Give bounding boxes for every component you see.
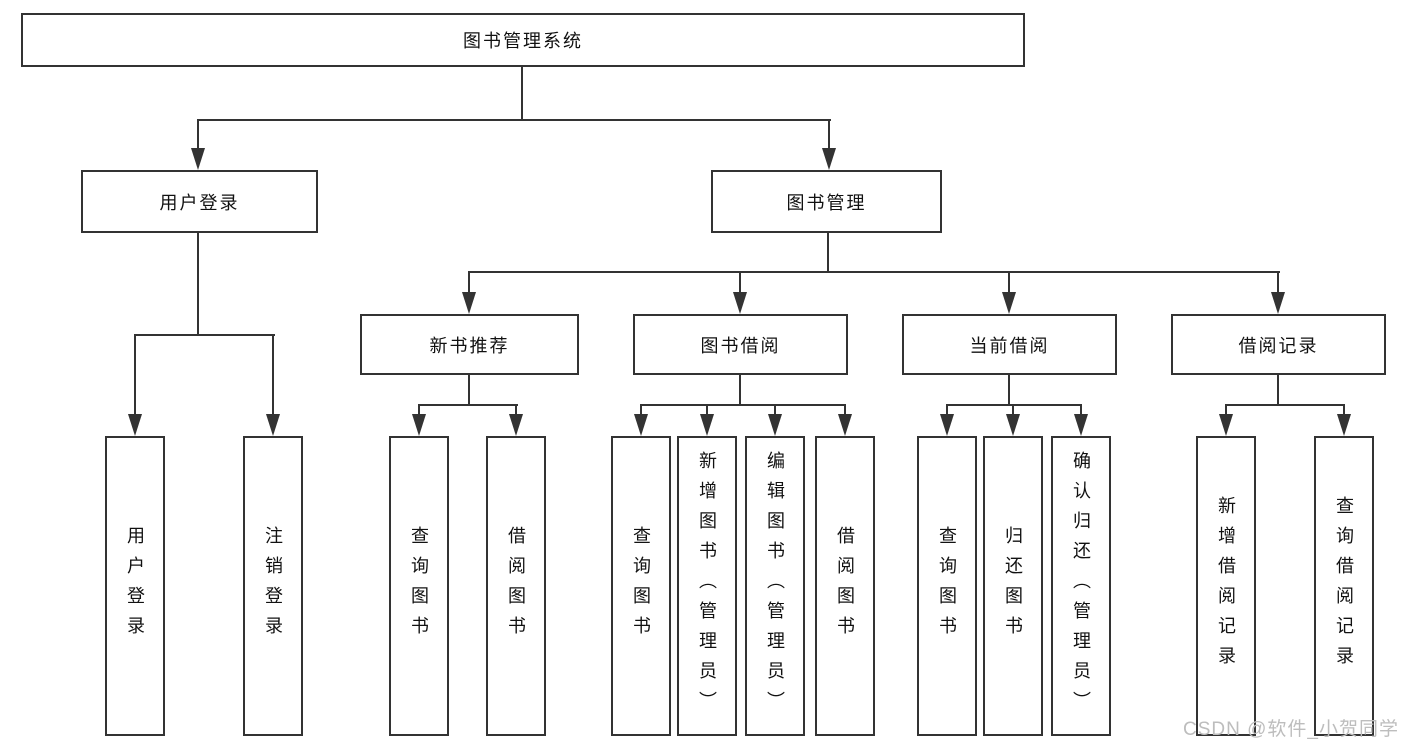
connector-root-hbar	[197, 119, 831, 121]
leaf-logout: 注销登录	[243, 436, 303, 736]
arrowhead-down-icon	[462, 292, 476, 314]
leaf-edit-book-admin: 编辑图书（管理员）	[745, 436, 805, 736]
connector-drop-leaf	[706, 404, 708, 418]
connector-drop-section	[739, 271, 741, 295]
node-new-book-recommend-label: 新书推荐	[429, 335, 510, 356]
connector-section-hbar	[946, 404, 1082, 406]
node-book-management-label: 图书管理	[786, 192, 867, 213]
node-user-login: 用户登录	[81, 170, 318, 233]
node-root: 图书管理系统	[21, 13, 1025, 67]
connector-drop-leaf	[640, 404, 642, 418]
connector-drop-section	[1008, 271, 1010, 295]
node-borrow-records-label: 借阅记录	[1238, 335, 1319, 356]
node-current-borrow: 当前借阅	[902, 314, 1117, 375]
connector-drop-book-management	[828, 119, 830, 151]
arrowhead-down-icon	[266, 414, 280, 436]
connector-drop-leaf	[774, 404, 776, 418]
node-book-borrow-label: 图书借阅	[700, 335, 781, 356]
csdn-watermark: CSDN @软件_小贺同学	[1183, 719, 1399, 740]
connector-drop-leaf	[515, 404, 517, 418]
connector-drop-leaf	[844, 404, 846, 418]
leaf-add-book-admin: 新增图书（管理员）	[677, 436, 737, 736]
leaf-borrow-books-recommend-label: 借阅图书	[506, 526, 526, 646]
leaf-add-borrow-record: 新增借阅记录	[1196, 436, 1256, 736]
leaf-query-books-recommend: 查询图书	[389, 436, 449, 736]
connector-section-hbar	[418, 404, 518, 406]
leaf-add-borrow-record-label: 新增借阅记录	[1216, 496, 1236, 676]
leaf-confirm-return-admin-label: 确认归还（管理员）	[1071, 451, 1091, 721]
node-borrow-records: 借阅记录	[1171, 314, 1386, 375]
connector-section-hbar	[640, 404, 846, 406]
connector-root-stem	[521, 67, 523, 121]
leaf-query-books-recommend-label: 查询图书	[409, 526, 429, 646]
connector-book-management-stem	[827, 233, 829, 273]
arrowhead-down-icon	[1002, 292, 1016, 314]
leaf-query-books-borrow: 查询图书	[611, 436, 671, 736]
leaf-query-books-borrow-label: 查询图书	[631, 526, 651, 646]
leaf-edit-book-admin-label: 编辑图书（管理员）	[765, 451, 785, 721]
node-book-management: 图书管理	[711, 170, 942, 233]
arrowhead-down-icon	[838, 414, 852, 436]
arrowhead-down-icon	[509, 414, 523, 436]
leaf-return-book-label: 归还图书	[1003, 526, 1023, 646]
leaf-confirm-return-admin: 确认归还（管理员）	[1051, 436, 1111, 736]
leaf-borrow-books-borrow: 借阅图书	[815, 436, 875, 736]
arrowhead-down-icon	[1006, 414, 1020, 436]
node-root-label: 图书管理系统	[463, 31, 583, 51]
arrowhead-down-icon	[1219, 414, 1233, 436]
connector-book-management-hbar	[468, 271, 1280, 273]
connector-section-stem	[1008, 375, 1010, 406]
arrowhead-down-icon	[1074, 414, 1088, 436]
connector-drop-user-login	[197, 119, 199, 151]
connector-section-stem	[1277, 375, 1279, 406]
arrowhead-down-icon	[822, 148, 836, 170]
leaf-borrow-books-recommend: 借阅图书	[486, 436, 546, 736]
connector-section-stem	[468, 375, 470, 406]
leaf-user-login-label: 用户登录	[125, 526, 145, 646]
connector-user-login-hbar	[134, 334, 275, 336]
leaf-query-books-current-label: 查询图书	[937, 526, 957, 646]
node-user-login-label: 用户登录	[159, 192, 240, 213]
arrowhead-down-icon	[1337, 414, 1351, 436]
connector-drop-leaf	[418, 404, 420, 418]
arrowhead-down-icon	[634, 414, 648, 436]
node-new-book-recommend: 新书推荐	[360, 314, 579, 375]
node-book-borrow: 图书借阅	[633, 314, 848, 375]
node-current-borrow-label: 当前借阅	[969, 335, 1050, 356]
arrowhead-down-icon	[940, 414, 954, 436]
arrowhead-down-icon	[733, 292, 747, 314]
leaf-add-book-admin-label: 新增图书（管理员）	[697, 451, 717, 721]
connector-user-login-stem	[197, 233, 199, 336]
connector-drop-leaf	[1343, 404, 1345, 418]
connector-drop-section	[1277, 271, 1279, 295]
connector-drop-section	[468, 271, 470, 295]
arrowhead-down-icon	[1271, 292, 1285, 314]
connector-drop-leaf	[946, 404, 948, 418]
connector-drop-leaf	[272, 334, 274, 416]
connector-drop-leaf	[1225, 404, 1227, 418]
leaf-query-books-current: 查询图书	[917, 436, 977, 736]
leaf-borrow-books-borrow-label: 借阅图书	[835, 526, 855, 646]
arrowhead-down-icon	[700, 414, 714, 436]
arrowhead-down-icon	[191, 148, 205, 170]
connector-drop-leaf	[1080, 404, 1082, 418]
leaf-user-login: 用户登录	[105, 436, 165, 736]
connector-drop-leaf	[134, 334, 136, 416]
leaf-logout-label: 注销登录	[263, 526, 283, 646]
connector-drop-leaf	[1012, 404, 1014, 418]
connector-section-hbar	[1225, 404, 1345, 406]
arrowhead-down-icon	[128, 414, 142, 436]
connector-section-stem	[739, 375, 741, 406]
leaf-return-book: 归还图书	[983, 436, 1043, 736]
leaf-query-borrow-record: 查询借阅记录	[1314, 436, 1374, 736]
arrowhead-down-icon	[412, 414, 426, 436]
leaf-query-borrow-record-label: 查询借阅记录	[1334, 496, 1354, 676]
arrowhead-down-icon	[768, 414, 782, 436]
